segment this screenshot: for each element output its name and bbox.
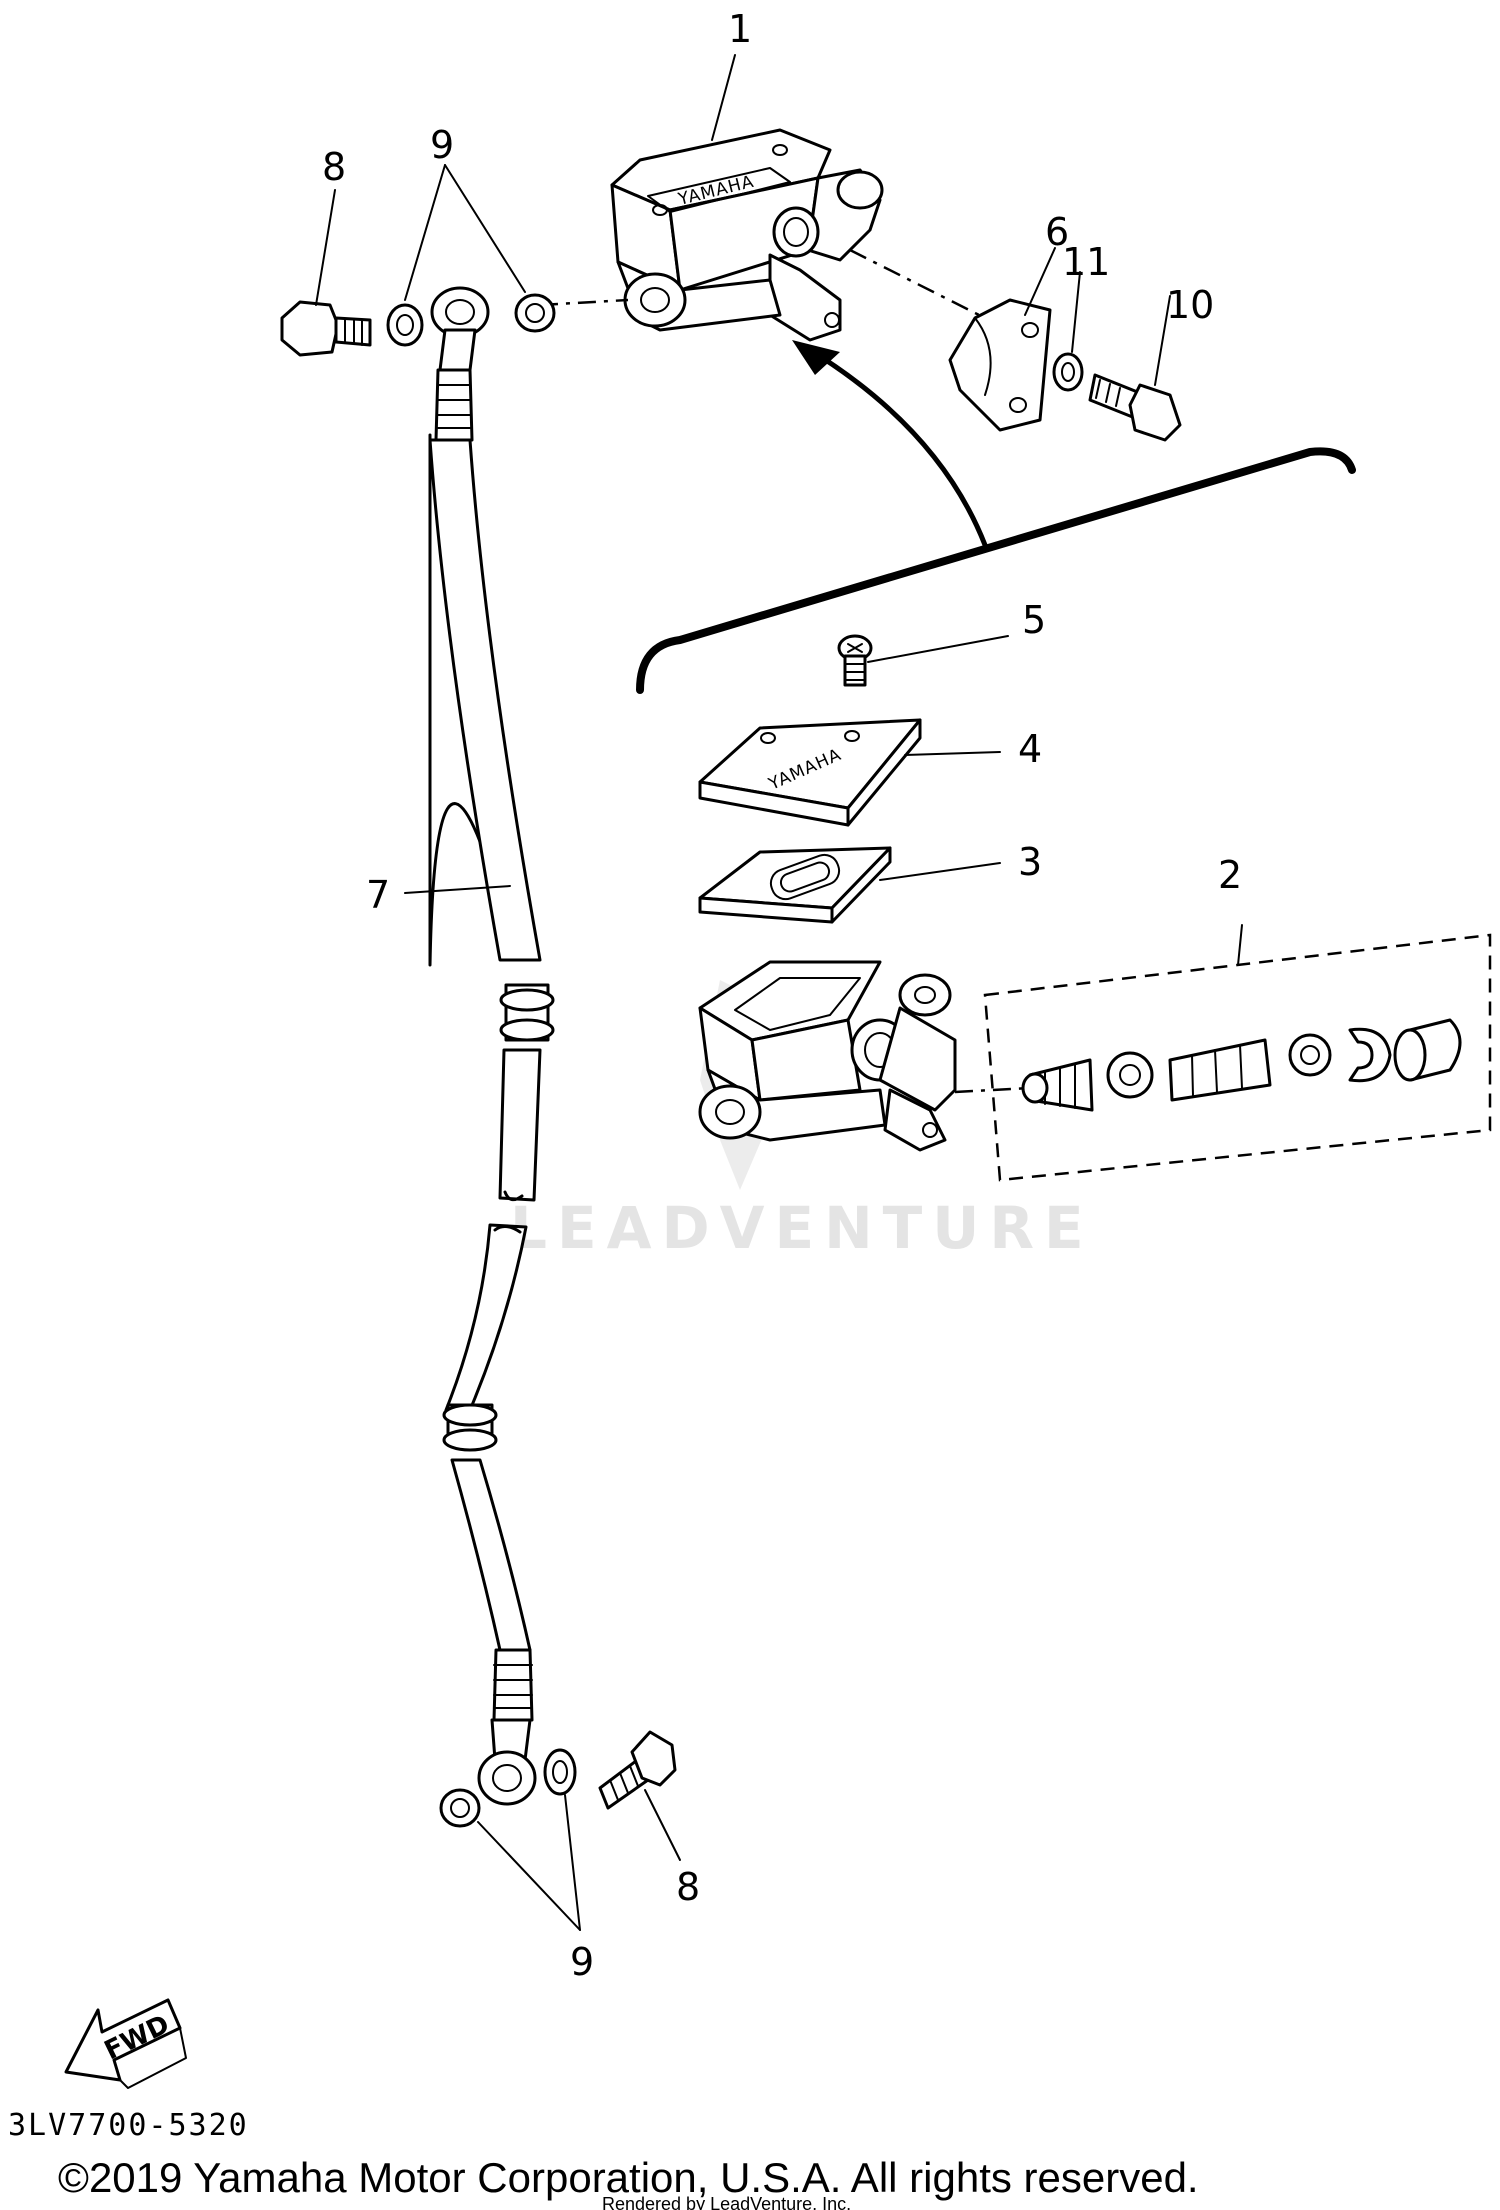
banjo-fitting-bottom: [477, 1718, 537, 1806]
callout-11: 11: [1062, 240, 1110, 284]
assembly-arrow-head: [792, 340, 840, 375]
callout-9-top: 9: [430, 123, 454, 167]
diagram-code: 3LV7700-5320: [8, 2108, 249, 2143]
callout-7: 7: [366, 873, 390, 917]
callout-3: 3: [1018, 840, 1042, 884]
callout-labels: 1 2 3 4 5 6 7 8 9 10 11 8 9: [322, 7, 1242, 1984]
watermark-text: LEADVENTURE: [510, 1194, 1094, 1262]
kit-2-dashed-box: [983, 933, 1492, 1182]
washer-top-left-part-9: [386, 303, 424, 347]
callout-4: 4: [1018, 727, 1042, 771]
rendered-by-notice: Rendered by LeadVenture, Inc.: [602, 2194, 851, 2210]
cylinder-kit-part-2: [1021, 1018, 1462, 1112]
copyright-notice: ©2019 Yamaha Motor Corporation, U.S.A. A…: [58, 2154, 1199, 2201]
master-cylinder-assembly: YAMAHA: [610, 128, 884, 342]
alignment-line-banjo: [539, 298, 629, 307]
washer-bottom-left-part-9: [439, 1788, 481, 1828]
holder-part-6: [948, 298, 1052, 432]
bolt-part-10: [1088, 373, 1182, 442]
callout-2: 2: [1218, 853, 1242, 897]
banjo-fitting-top: [430, 286, 490, 372]
alignment-line-holder: [849, 248, 986, 320]
callout-6: 6: [1045, 210, 1069, 254]
reservoir-cap-part-4: YAMAHA: [698, 718, 922, 827]
callout-10: 10: [1166, 283, 1214, 327]
screw-part-5: [837, 634, 873, 687]
alignment-line-kit: [954, 1086, 1031, 1094]
master-cylinder-body: [698, 960, 957, 1152]
leader-lines: [315, 54, 1243, 1931]
forward-direction-arrow: FWD: [64, 1998, 187, 2089]
callout-8-bottom: 8: [676, 1865, 700, 1909]
washer-part-11: [1052, 352, 1084, 392]
brake-hose-part-7: [428, 368, 555, 1722]
washer-bottom-right-part-9: [543, 1748, 577, 1796]
washer-top-right-part-9: [514, 293, 556, 333]
diaphragm-part-3: [698, 846, 892, 924]
callout-5: 5: [1022, 598, 1046, 642]
callout-8-top: 8: [322, 145, 346, 189]
union-bolt-bottom-part-8: [598, 1730, 677, 1810]
assembly-arrow-line: [807, 347, 988, 548]
callout-9-bottom: 9: [570, 1940, 594, 1984]
union-bolt-top-part-8: [280, 300, 372, 357]
callout-1: 1: [728, 7, 752, 51]
exploded-view-bracket: [636, 447, 1356, 694]
